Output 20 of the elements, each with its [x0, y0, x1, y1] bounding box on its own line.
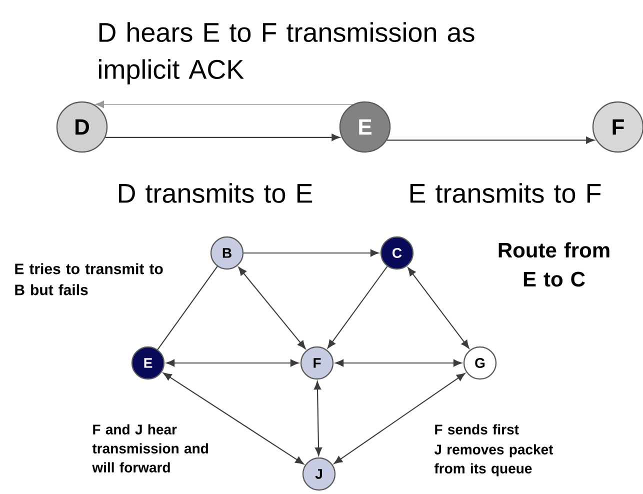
arrow [408, 267, 470, 349]
note-text: E transmits to F [410, 183, 601, 203]
note-text: E tries to transmit to B but fails [15, 263, 163, 296]
note-text: D transmits to E [118, 183, 312, 203]
arrow [105, 134, 340, 141]
arrow [166, 359, 299, 367]
arrow [95, 100, 354, 108]
arrow [335, 359, 462, 367]
note-text: F sends first [435, 424, 519, 434]
arrow [244, 249, 379, 257]
arrow [386, 136, 594, 144]
note-text: F and J hear transmission and will forward [92, 424, 208, 472]
note-text: Route from E to C [498, 242, 610, 287]
note-text: J removes packet from its queue [434, 444, 554, 476]
arrow [327, 266, 388, 348]
arrow [334, 373, 466, 464]
arrow [314, 381, 322, 456]
arrow [163, 372, 304, 464]
note-text: D hears E to F transmission as implicit ACK [99, 22, 474, 84]
arrow [238, 266, 306, 350]
